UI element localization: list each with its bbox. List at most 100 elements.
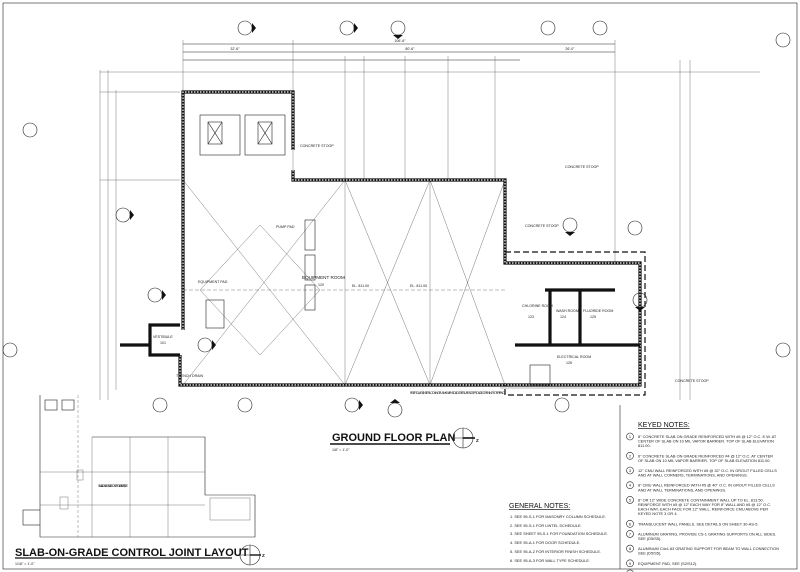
keyed-note: 1 8" CONCRETE SLAB ON GRADE REINFORCED WI… bbox=[626, 432, 777, 448]
keyed-note-text: ALUMINUM GRATING, PROVIDE CS-1 GRATING S… bbox=[638, 531, 776, 536]
section-markers bbox=[2, 20, 791, 418]
keyed-note: 10 HVAC EQUIPMENT OPENING REFER TO HVAC D… bbox=[626, 569, 747, 572]
elevation-label: EL. 811.00 bbox=[352, 284, 369, 288]
keyed-note-text: 8" OR 12" WIDE CONCRETE CONTAINMENT WALL… bbox=[638, 497, 764, 502]
keyed-note-text: OF SLAB ON 10 MIL VAPOR BARRIER. TOP OF … bbox=[638, 458, 771, 463]
slab-layout-title: SLAB-ON-GRADE CONTROL JOINT LAYOUT bbox=[15, 547, 249, 559]
keyed-note-number: 1 bbox=[629, 434, 631, 439]
room-name: VESTIBULE bbox=[153, 335, 173, 339]
keyed-note: 9 EQUIPMENT PAD, SEE (S2/S12). bbox=[626, 559, 697, 568]
concrete-stoop-note: CONCRETE STOOP bbox=[525, 224, 559, 228]
keyed-note: 8 ALUMINUM C4x1.63 GRATING SUPPORT FOR BE… bbox=[626, 544, 779, 556]
equipment-pad-note: EQUIPMENT PAD bbox=[198, 280, 228, 284]
room-name: CHLORINE ROOM bbox=[522, 304, 553, 308]
keyed-note-text: 8" CMU WALL REINFORCED WITH #5 @ 40" O.C… bbox=[638, 483, 775, 488]
control-joint-callout: SLAB-ON-GRADE CONTROL JOINTS, SEE bbox=[98, 484, 129, 488]
keyed-note-number: 8 bbox=[629, 546, 631, 551]
keyed-note-text: HVAC EQUIPMENT OPENING REFER TO HVAC DRA… bbox=[638, 571, 747, 572]
room-number: 120 bbox=[318, 283, 324, 287]
keyed-note-text: EACH WAY, EACH FACE FOR 12" WALL. REINFO… bbox=[638, 507, 768, 512]
keyed-note-number: 10 bbox=[628, 571, 633, 572]
room-number: 101 bbox=[160, 341, 166, 345]
room-number: 125 bbox=[590, 315, 596, 319]
room-name: WASH ROOM bbox=[556, 309, 579, 313]
tank-equipment bbox=[199, 114, 551, 386]
keyed-note-number-circle bbox=[626, 481, 634, 490]
keyed-note-text: REINFORCE WITH #5 @ 12" EACH WAY FOR 8" … bbox=[638, 502, 771, 507]
general-note: 6. SEE 95-A-3 FOR WALL TYPE SCHEDULE. bbox=[510, 558, 590, 563]
keyed-note-number-circle bbox=[626, 530, 634, 538]
keyed-note: 6 TRANSLUCENT WALL PANELS. SEE DETAILS ON… bbox=[626, 519, 759, 528]
keyed-note-text: TRANSLUCENT WALL PANELS. SEE DETAILS ON … bbox=[638, 521, 759, 526]
dimension-3: 32'-6" bbox=[230, 47, 240, 51]
keyed-note-text: 6" CONCRETE SLAB ON GRADE REINFORCED #4 … bbox=[638, 453, 773, 458]
dimension-1: 80'-6" bbox=[405, 47, 415, 51]
plan-title: GROUND FLOOR PLAN bbox=[332, 432, 455, 444]
north-arrow-icon bbox=[452, 427, 475, 449]
general-note: 1. SEE 95-S-1 FOR MASONRY COLUMN SCHEDUL… bbox=[510, 514, 606, 519]
keyed-note-number: 4 bbox=[629, 483, 632, 488]
keyed-note-number: 5 bbox=[629, 497, 631, 502]
slab-control-joint-layout: SLAB-ON-GRADE CONTROL JOINTS, SEE SLAB-O… bbox=[15, 395, 265, 566]
room-number: 123 bbox=[528, 315, 534, 319]
keyed-note-number: 9 bbox=[629, 561, 631, 566]
top-dimensions: 106'-6" 80'-6" 26'-0" 32'-6" bbox=[99, 39, 760, 400]
general-notes-heading: GENERAL NOTES: bbox=[509, 503, 570, 510]
trench-drain-note: TRENCH DRAIN bbox=[176, 374, 204, 378]
room-labels: EQUIPMENT ROOM 120 VESTIBULE 101 CHLORIN… bbox=[153, 275, 613, 365]
keyed-note-text: 8" CONCRETE SLAB ON GRADE REINFORCED WIT… bbox=[638, 434, 777, 439]
keyed-note-number: 6 bbox=[629, 521, 631, 526]
general-note: 4. SEE 95-A-1 FOR DOOR SCHEDULE. bbox=[510, 540, 580, 545]
fiberglass-note: FIBERGLASS, INTERLOCKING PLANK WITH SOLI… bbox=[410, 391, 505, 395]
room-number: 126 bbox=[566, 361, 572, 365]
keyed-note-number-circle bbox=[626, 451, 634, 460]
keyed-note-text: AND AT WALL TERMINATIONS, AND OPENINGS. bbox=[638, 487, 726, 492]
general-note: 2. SEE 95-S-1 FOR LINTEL SCHEDULE. bbox=[510, 523, 582, 528]
plan-scale: 1/8" = 1'-0" bbox=[332, 448, 350, 452]
dimension-2: 26'-0" bbox=[565, 47, 575, 51]
building-walls bbox=[120, 90, 646, 396]
keyed-note-number-circle bbox=[626, 519, 634, 528]
general-note: 3. SEE SHEET 95-S-1 FOR FOUNDATION SCHED… bbox=[510, 531, 608, 536]
keyed-note: 4 8" CMU WALL REINFORCED WITH #5 @ 40" O.… bbox=[626, 481, 775, 492]
north-arrow-icon bbox=[239, 544, 261, 566]
keyed-note-text: ALUMINUM C4x1.63 GRATING SUPPORT FOR BEA… bbox=[638, 546, 779, 551]
keyed-note-number-circle bbox=[626, 466, 634, 475]
keyed-note-text: CENTER OF SLAB ON 10 MIL VAPOR BARRIER. … bbox=[638, 439, 774, 444]
keyed-note: 5 8" OR 12" WIDE CONCRETE CONTAINMENT WAL… bbox=[626, 496, 771, 516]
keyed-note-text: 811.00. bbox=[638, 443, 651, 448]
keyed-note-text: KEYED NOTE 3 OR 4. bbox=[638, 511, 678, 516]
north-label: Z bbox=[476, 438, 479, 443]
concrete-stoop-note: CONCRETE STOOP bbox=[565, 165, 599, 169]
keyed-note-text: AND AT WALL CORNERS, TERMINATIONS, AND O… bbox=[638, 473, 748, 478]
north-label: Z bbox=[262, 553, 265, 558]
keyed-note-text: SEE (D5/S5). bbox=[638, 551, 661, 556]
concrete-stoop-note: CONCRETE STOOP bbox=[300, 144, 334, 148]
general-note: 5. SEE 95-A-2 FOR INTERIOR FINISH SCHEDU… bbox=[510, 549, 601, 554]
keyed-note-number-circle bbox=[626, 432, 634, 441]
keyed-notes: KEYED NOTES: 1 8" CONCRETE SLAB ON GRADE … bbox=[619, 405, 779, 572]
pump-pad-note: PUMP PAD bbox=[276, 225, 295, 229]
keyed-note-number-circle bbox=[626, 496, 634, 504]
plan-annotations: FIBERGLASS, INTERLOCKING PLANK WITH SOLI… bbox=[176, 144, 709, 395]
keyed-note-text: EQUIPMENT PAD, SEE (S2/S12). bbox=[638, 561, 697, 566]
overall-dimension: 106'-6" bbox=[394, 39, 406, 43]
keyed-note-number: 3 bbox=[629, 468, 631, 473]
slab-layout-scale: 1/16" = 1'-0" bbox=[15, 562, 35, 566]
keyed-note-text: SEE (D5/S5). bbox=[638, 536, 661, 541]
keyed-note-number-circle bbox=[626, 559, 634, 568]
room-name: EQUIPMENT ROOM bbox=[302, 275, 345, 280]
concrete-stoop-note: CONCRETE STOOP bbox=[675, 379, 709, 383]
slab-slope-lines bbox=[182, 179, 506, 386]
slab-equipment bbox=[44, 399, 75, 411]
general-notes: GENERAL NOTES: 1. SEE 95-S-1 FOR MASONRY… bbox=[509, 503, 608, 563]
ground-floor-plan: 106'-6" 80'-6" 26'-0" 32'-6" bbox=[2, 20, 791, 452]
elevation-label: EL. 811.00 bbox=[410, 284, 427, 288]
room-number: 124 bbox=[560, 315, 566, 319]
keyed-notes-heading: KEYED NOTES: bbox=[638, 422, 690, 429]
